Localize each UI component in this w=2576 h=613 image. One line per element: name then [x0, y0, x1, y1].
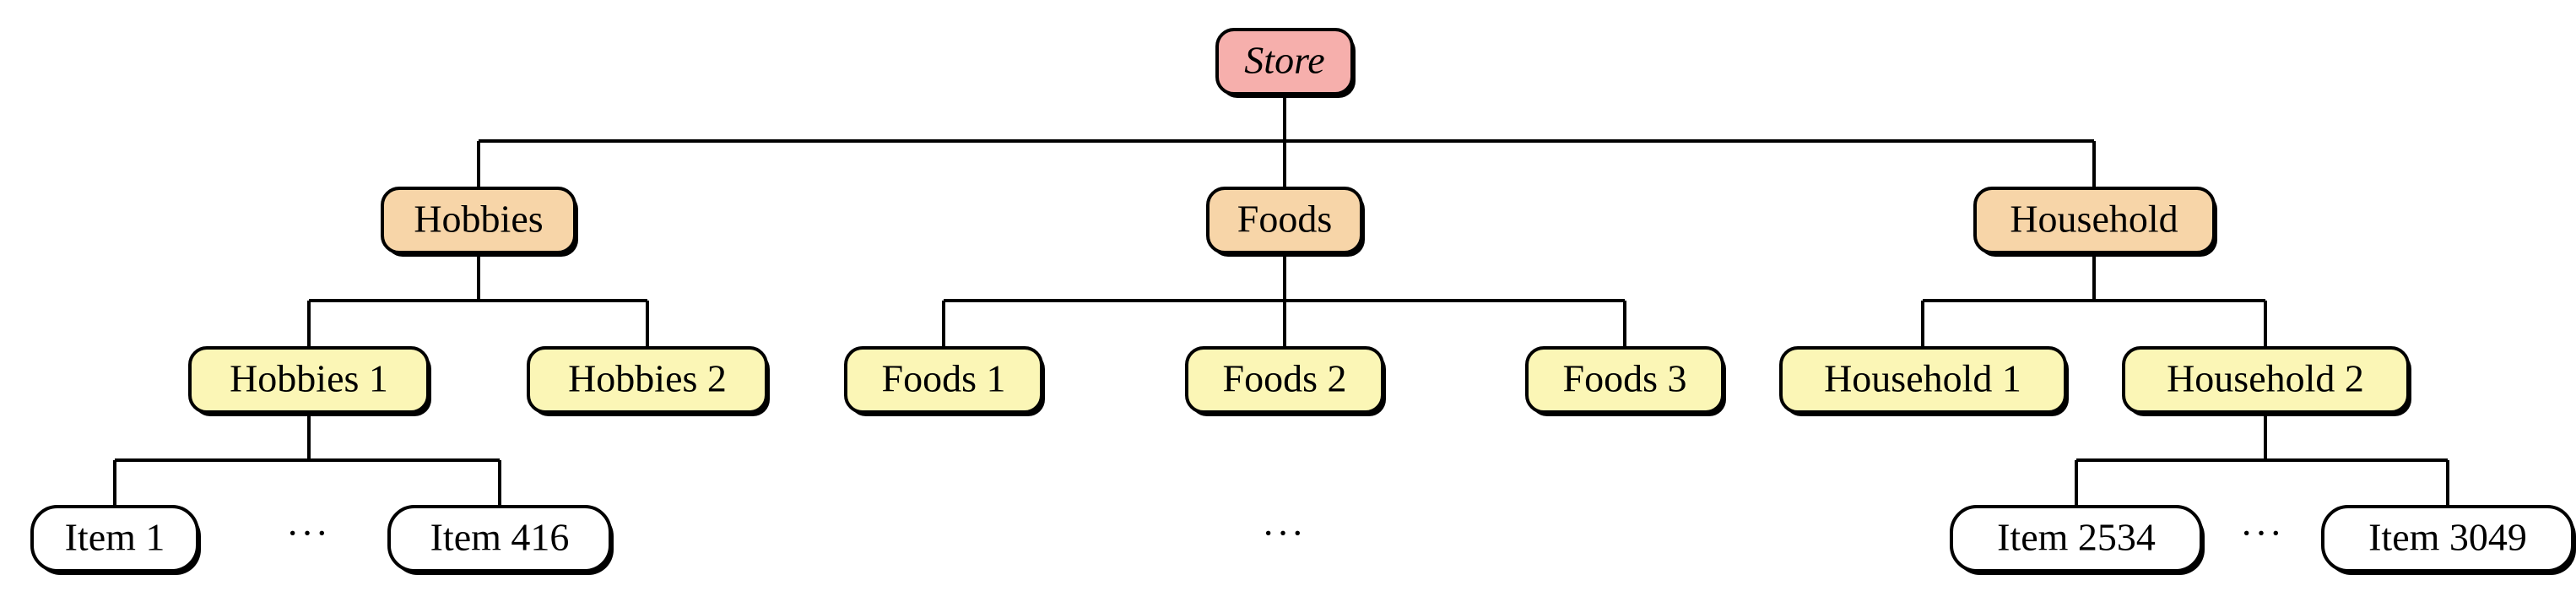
edges-layer: [113, 94, 2449, 507]
node-foods-label: Foods: [1237, 198, 1332, 241]
node-household-box[interactable]: [1973, 187, 2216, 254]
node-item-416-label: Item 416: [430, 516, 570, 559]
node-item-2534-label: Item 2534: [1997, 516, 2156, 559]
node-foods-3-label: Foods 3: [1563, 357, 1687, 400]
node-foods-box[interactable]: [1206, 187, 1363, 254]
node-store-box[interactable]: [1215, 28, 1354, 95]
node-item-2534-box[interactable]: [1950, 505, 2203, 572]
node-item-3049[interactable]: Item 3049: [2321, 505, 2576, 575]
node-foods-1-label: Foods 1: [882, 357, 1006, 400]
node-item-1-box[interactable]: [30, 505, 199, 572]
node-foods-2[interactable]: Foods 2: [1185, 346, 1386, 416]
node-hobbies-1-label: Hobbies 1: [230, 357, 388, 400]
node-foods-3[interactable]: Foods 3: [1525, 346, 1726, 416]
node-item-416[interactable]: Item 416: [387, 505, 614, 575]
node-foods-1[interactable]: Foods 1: [844, 346, 1045, 416]
node-foods[interactable]: Foods: [1206, 187, 1365, 257]
node-household-2[interactable]: Household 2: [2122, 346, 2411, 416]
node-item-2534[interactable]: Item 2534: [1950, 505, 2205, 575]
node-household-1-box[interactable]: [1779, 346, 2067, 414]
node-household-label: Household: [2010, 198, 2178, 241]
node-item-1[interactable]: Item 1: [30, 505, 201, 575]
node-store-label: Store: [1244, 39, 1324, 82]
node-hobbies-label: Hobbies: [414, 198, 543, 241]
node-item-1-label: Item 1: [65, 516, 165, 559]
node-household-2-label: Household 2: [2167, 357, 2364, 400]
node-store[interactable]: Store: [1215, 28, 1356, 98]
node-hobbies-box[interactable]: [381, 187, 576, 254]
node-item-416-box[interactable]: [387, 505, 612, 572]
ellipsis-foods-items: ···: [1262, 512, 1306, 555]
node-foods-2-box[interactable]: [1185, 346, 1384, 414]
node-hobbies-2[interactable]: Hobbies 2: [527, 346, 770, 416]
ellipsis-hobbies-items: ···: [286, 512, 330, 555]
node-item-3049-box[interactable]: [2321, 505, 2574, 572]
node-household-1-label: Household 1: [1824, 357, 2021, 400]
node-household[interactable]: Household: [1973, 187, 2217, 257]
node-hobbies-1-box[interactable]: [188, 346, 430, 414]
node-hobbies-1[interactable]: Hobbies 1: [188, 346, 431, 416]
node-household-2-box[interactable]: [2122, 346, 2410, 414]
node-foods-1-box[interactable]: [844, 346, 1043, 414]
node-foods-2-label: Foods 2: [1223, 357, 1347, 400]
ellipsis-household-items: ···: [2240, 512, 2284, 555]
node-foods-3-box[interactable]: [1525, 346, 1724, 414]
node-hobbies-2-box[interactable]: [527, 346, 768, 414]
node-hobbies[interactable]: Hobbies: [381, 187, 578, 257]
node-household-1[interactable]: Household 1: [1779, 346, 2069, 416]
node-item-3049-label: Item 3049: [2368, 516, 2527, 559]
node-hobbies-2-label: Hobbies 2: [568, 357, 727, 400]
